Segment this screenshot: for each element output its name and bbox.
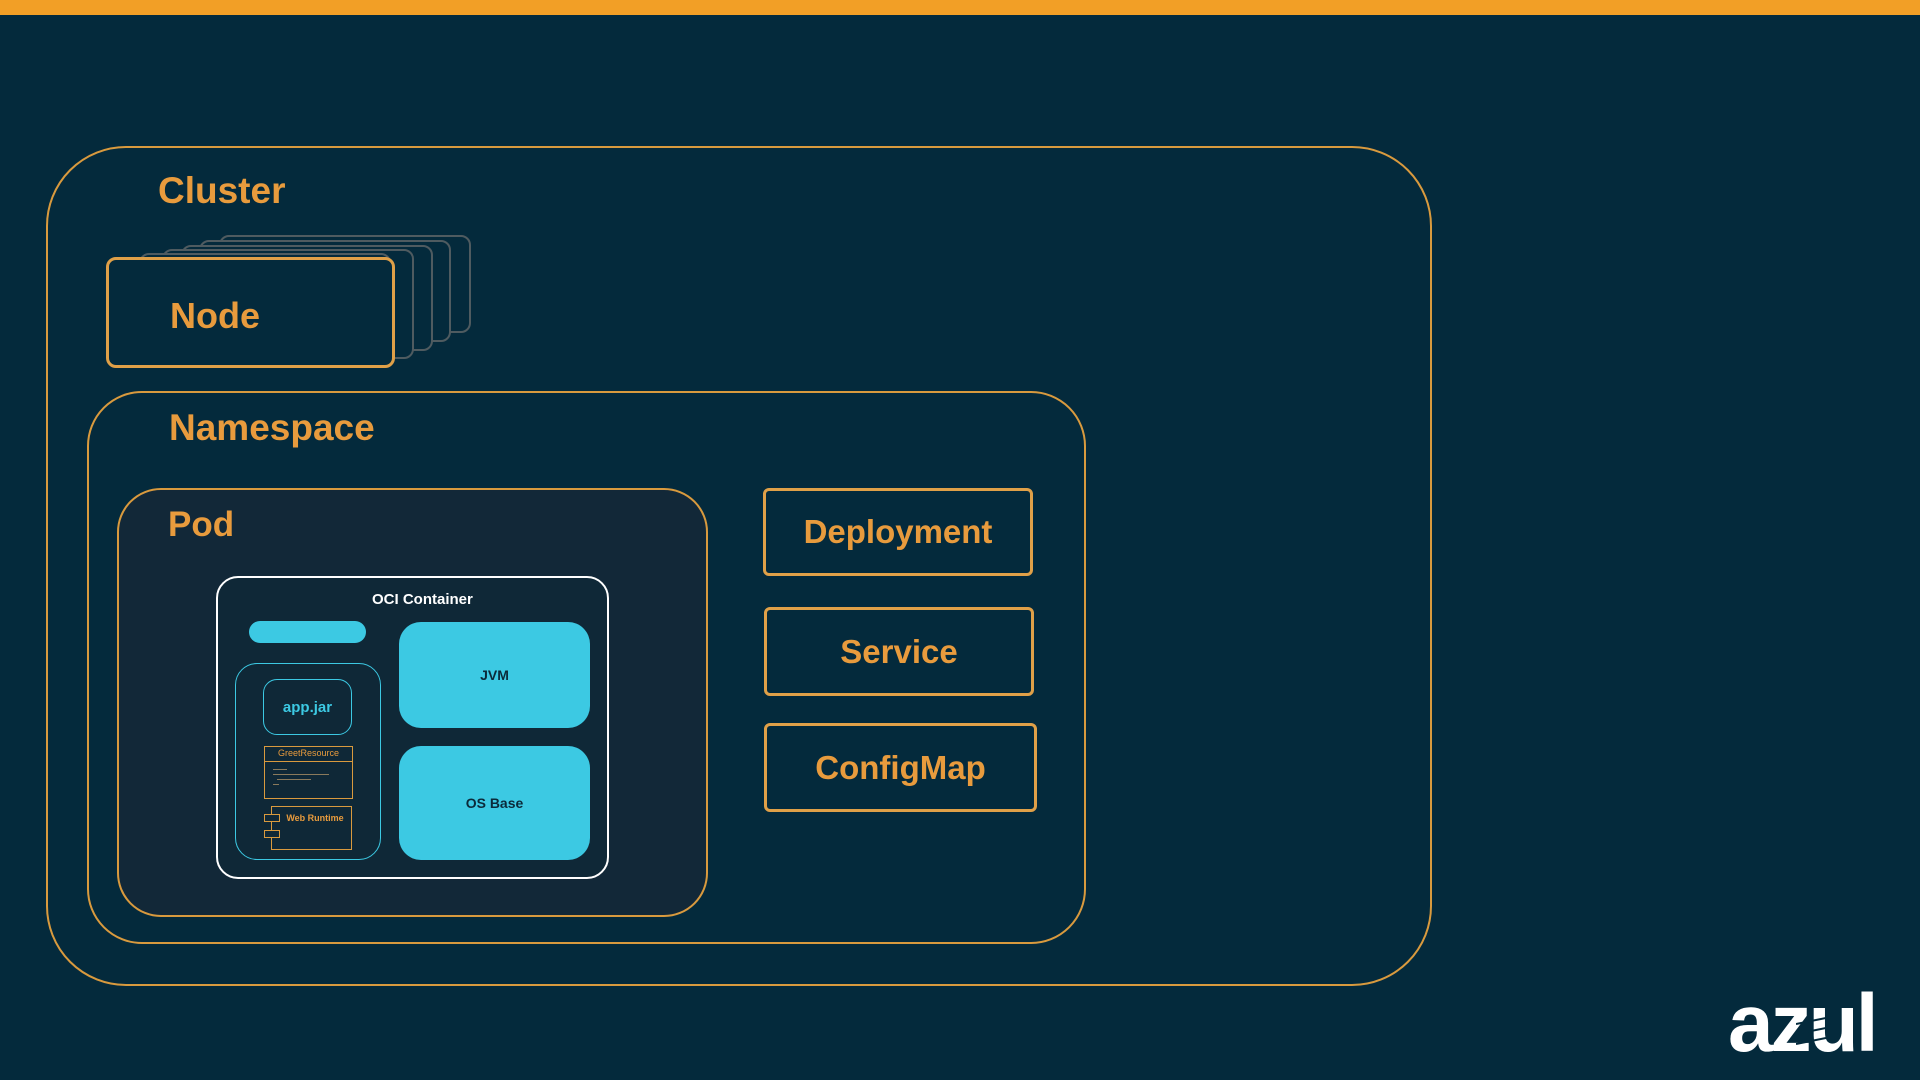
code-line — [273, 769, 287, 770]
code-line — [273, 774, 329, 775]
os-base-layer — [399, 746, 590, 860]
deployment-label: Deployment — [803, 513, 993, 550]
azul-logo-stripes-icon — [1796, 1017, 1826, 1045]
greet-resource-header — [264, 746, 353, 762]
component-icon — [264, 814, 280, 822]
app-jar-box — [263, 679, 352, 735]
namespace-label: Namespace — [169, 407, 375, 448]
top-accent-bar — [0, 0, 1920, 15]
code-line — [273, 784, 279, 785]
web-runtime-component-box — [271, 806, 352, 850]
pod-label: Pod — [168, 505, 235, 544]
service-box — [764, 607, 1034, 696]
web-runtime-label: Web Runtime — [286, 813, 344, 823]
namespace-boundary — [87, 391, 1086, 944]
jvm-layer — [399, 622, 590, 728]
configmap-box — [764, 723, 1037, 812]
component-icon — [264, 830, 280, 838]
cluster-boundary — [46, 146, 1432, 986]
oci-container-label: OCI Container — [372, 591, 473, 608]
deployment-box — [763, 488, 1033, 576]
container-layer-bar — [249, 621, 366, 643]
application-group — [235, 663, 381, 860]
greet-resource-class-box — [264, 746, 353, 799]
node-label: Node — [170, 295, 260, 336]
code-line — [277, 779, 311, 780]
os-base-label: OS Base — [465, 795, 524, 811]
app-jar-label: app.jar — [282, 698, 333, 716]
greet-resource-label: GreetResource — [277, 748, 340, 758]
cluster-label: Cluster — [158, 170, 286, 211]
configmap-label: ConfigMap — [815, 748, 986, 786]
node-box — [106, 257, 395, 368]
jvm-label: JVM — [480, 667, 509, 683]
service-label: Service — [840, 632, 958, 670]
